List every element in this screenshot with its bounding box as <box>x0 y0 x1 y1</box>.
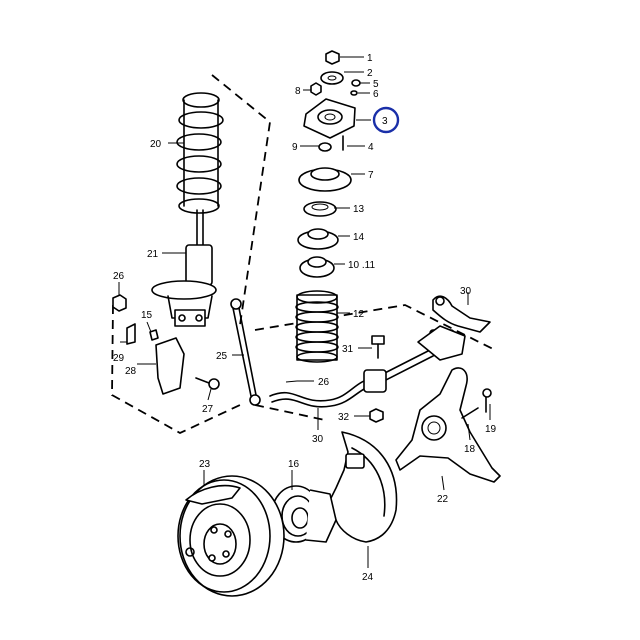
callout-30-bottom: 30 <box>312 434 324 445</box>
callout-12: 12 <box>353 309 365 320</box>
callout-7: 7 <box>368 170 374 181</box>
callout-24: 24 <box>362 572 374 583</box>
shock-absorber <box>151 209 217 327</box>
dust-boot <box>295 290 339 363</box>
upper-bracket <box>432 295 491 333</box>
callout-28: 28 <box>125 366 137 377</box>
callout-9: 9 <box>292 142 298 153</box>
callout-2: 2 <box>367 68 373 79</box>
bolt-31 <box>371 335 385 359</box>
callout-8: 8 <box>295 86 301 97</box>
callout-19: 19 <box>485 424 497 435</box>
callout-16: 16 <box>288 459 300 470</box>
coil-spring <box>176 92 224 214</box>
callout-6: 6 <box>373 89 379 100</box>
callout-10-11: 10 .11 <box>348 260 375 271</box>
callout-25: 25 <box>216 351 228 362</box>
callout-27: 27 <box>202 404 214 415</box>
callout-4: 4 <box>368 142 374 153</box>
callout-30-top: 30 <box>460 286 472 297</box>
callout-20: 20 <box>150 139 162 150</box>
callout-13: 13 <box>353 204 365 215</box>
callout-15: 15 <box>141 310 153 321</box>
callout-21: 21 <box>147 249 159 260</box>
callout-29: 29 <box>113 353 125 364</box>
stabilizer-bar <box>269 325 466 408</box>
top-mount-assembly <box>297 50 361 278</box>
brake-shield <box>329 431 398 543</box>
callout-14: 14 <box>353 232 365 243</box>
callout-5: 5 <box>373 79 379 90</box>
group-outline-strut <box>111 74 271 435</box>
steering-knuckle <box>395 367 501 483</box>
nut-32 <box>369 408 384 423</box>
callout-3: 3 <box>382 116 388 127</box>
callout-18: 18 <box>464 444 476 455</box>
callout-labels: 1 2 3 4 5 6 7 8 9 10 .11 12 13 14 15 16 … <box>113 53 497 583</box>
brake-disc <box>177 475 285 597</box>
callout-31: 31 <box>342 344 354 355</box>
callout-1: 1 <box>367 53 373 64</box>
callout-26-left: 26 <box>113 271 125 282</box>
callout-22: 22 <box>437 494 449 505</box>
leader-lines <box>118 56 491 568</box>
callout-32: 32 <box>338 412 350 423</box>
callout-26-right: 26 <box>318 377 330 388</box>
callout-23: 23 <box>199 459 211 470</box>
left-bracket-parts <box>112 294 220 395</box>
stabilizer-link <box>230 298 261 406</box>
highlight-circle <box>372 106 400 134</box>
